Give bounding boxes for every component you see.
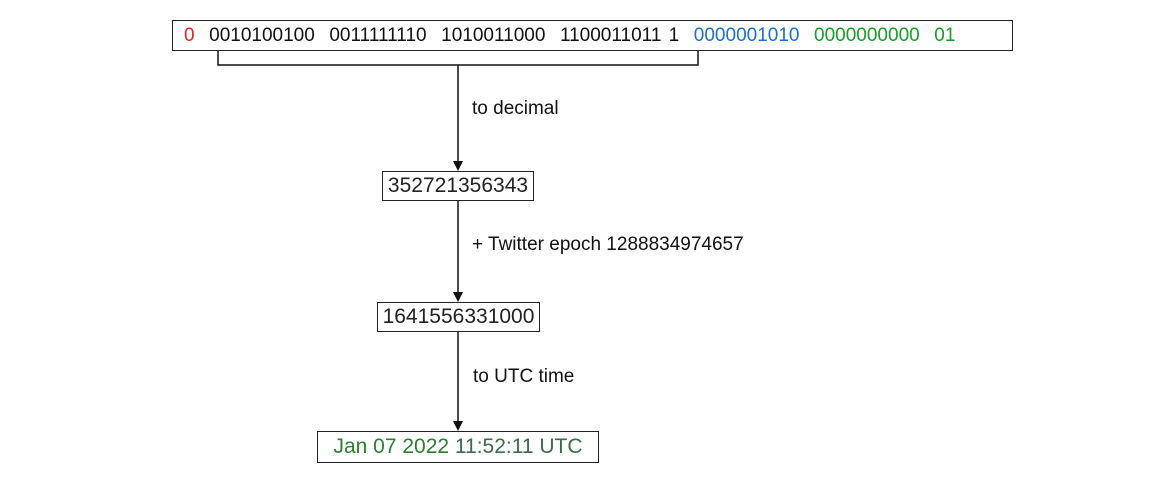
utc-time-box: Jan 07 2022 11:52:11 UTC (317, 431, 599, 463)
milliseconds-value-box: 1641556331000 (377, 302, 540, 332)
to-utc-label: to UTC time (473, 366, 575, 387)
epoch-label: + Twitter epoch 1288834974657 (472, 234, 744, 255)
sequence-bits: 0000000000 (814, 24, 920, 46)
timestamp-bracket (217, 51, 699, 66)
snowflake-bits-box: 0 0010100100 0011111110 1010011000 11000… (172, 20, 1013, 51)
milliseconds-value: 1641556331000 (382, 305, 535, 328)
sign-bit: 0 (184, 24, 195, 46)
sequence-bits-tail: 01 (934, 24, 956, 46)
decimal-value-box: 352721356343 (382, 171, 534, 201)
timestamp-bits: 0010100100 0011111110 1010011000 1100011… (209, 24, 680, 46)
utc-date: Jan 07 2022 (333, 435, 450, 458)
to-decimal-label: to decimal (472, 98, 559, 119)
decimal-value: 352721356343 (387, 174, 529, 197)
machine-id-bits: 0000001010 (693, 24, 800, 46)
utc-time: 11:52:11 UTC (454, 435, 583, 458)
